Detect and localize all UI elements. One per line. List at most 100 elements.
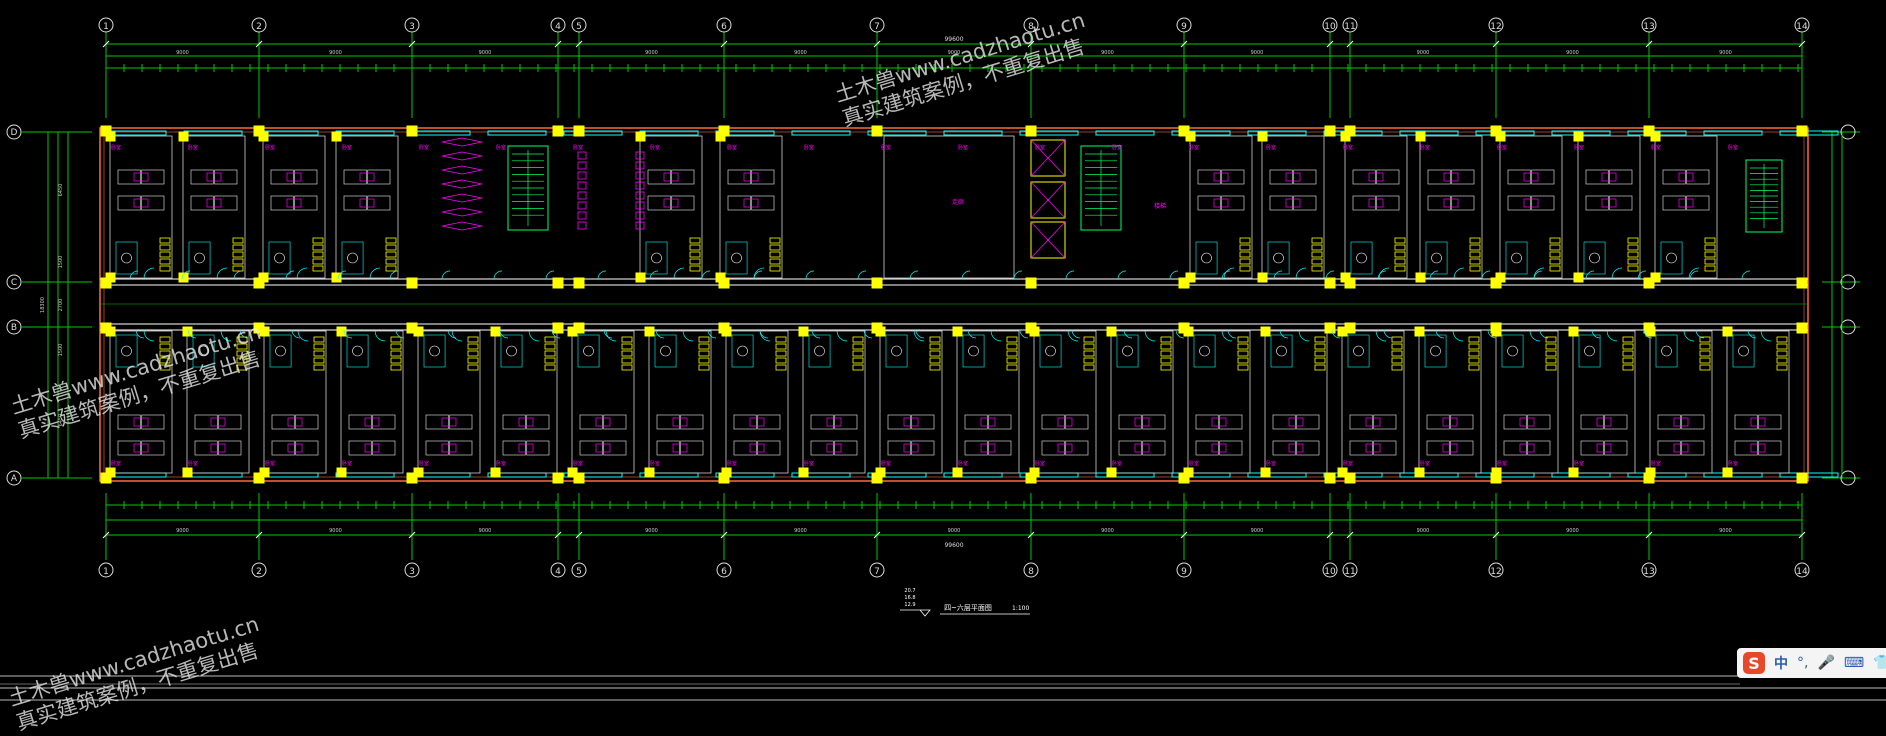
storage-rack <box>1237 357 1249 364</box>
toilet <box>347 252 358 264</box>
room-wall <box>1419 135 1483 279</box>
locker <box>635 201 645 210</box>
dim-slash <box>554 531 562 539</box>
storage-rack <box>689 237 701 244</box>
desk <box>1057 443 1073 453</box>
column <box>1573 272 1584 283</box>
storage-rack <box>544 336 556 343</box>
sogou-logo-icon[interactable]: S <box>1743 652 1765 674</box>
bed <box>1065 414 1089 430</box>
dim-slash <box>720 40 728 48</box>
storage-rack <box>1469 237 1481 244</box>
bay-dim: 9000 <box>176 528 189 534</box>
grid-label-bottom: 5 <box>576 567 582 577</box>
column <box>952 467 963 478</box>
column <box>182 467 193 478</box>
bathroom <box>1583 241 1606 275</box>
grid-label-bottom: 2 <box>256 567 262 577</box>
bed <box>988 440 1012 456</box>
toilet <box>198 345 209 357</box>
storage-rack <box>929 350 941 357</box>
storage-rack <box>232 258 244 265</box>
room-wall <box>109 330 173 474</box>
window-strip <box>639 130 699 136</box>
window-strip <box>1095 472 1155 478</box>
room-tag: 卧室 <box>1112 144 1122 151</box>
desk <box>1211 443 1227 453</box>
structural-column <box>100 277 112 289</box>
bed <box>190 169 214 185</box>
window-strip <box>1779 130 1839 136</box>
bed <box>271 414 295 430</box>
grid-bubble <box>1322 17 1338 33</box>
grid-bubble <box>716 562 732 578</box>
door-swing <box>1221 330 1233 342</box>
bed <box>372 414 396 430</box>
desk <box>1750 417 1766 427</box>
bed <box>579 440 603 456</box>
ime-mode-toggle[interactable]: 中 <box>1774 656 1788 672</box>
bed <box>214 195 238 211</box>
structural-column <box>1796 125 1808 137</box>
grid-label-top: 9 <box>1181 22 1187 32</box>
storage-rack <box>852 357 864 364</box>
stair-core-west <box>507 145 549 231</box>
desk <box>441 443 457 453</box>
storage-rack <box>1545 343 1557 350</box>
bed <box>1734 414 1758 430</box>
bed <box>1580 414 1604 430</box>
storage-rack <box>312 265 324 272</box>
storage-rack <box>1394 251 1406 258</box>
microphone-icon[interactable]: 🎤 <box>1817 655 1835 671</box>
storage-rack <box>390 357 402 364</box>
bed <box>1450 440 1474 456</box>
storage-rack <box>1314 336 1326 343</box>
door-swing <box>1591 329 1601 339</box>
storage-rack <box>390 336 402 343</box>
bed <box>1296 440 1320 456</box>
storage-rack <box>159 336 171 343</box>
door-swing <box>753 267 765 279</box>
structural-column <box>1025 472 1037 484</box>
grid-bubble <box>1794 562 1810 578</box>
room-tag: 卧室 <box>1266 460 1276 467</box>
storage-rack <box>1622 336 1634 343</box>
grid-bubble <box>550 562 566 578</box>
storage-rack <box>1776 336 1788 343</box>
desk <box>1365 417 1381 427</box>
bed <box>1349 414 1373 430</box>
floor-plan-canvas[interactable]: 11223344556677889910101111121213131414DC… <box>0 0 1886 718</box>
storage-rack <box>544 364 556 371</box>
ime-toolbar[interactable]: S 中 °, 🎤 ⌨ 👕 <box>1737 648 1886 678</box>
bed <box>603 414 627 430</box>
door-swing <box>1383 329 1393 339</box>
room-wall <box>1344 135 1408 279</box>
desk <box>364 417 380 427</box>
room-tag: 卧室 <box>573 144 583 151</box>
locker <box>441 151 483 161</box>
storage-rack <box>312 244 324 251</box>
door-swing <box>441 270 451 280</box>
storage-rack <box>390 343 402 350</box>
grid-label-top: 6 <box>721 22 727 32</box>
toilet <box>1511 252 1522 264</box>
room-wall <box>879 330 943 474</box>
toilet <box>814 345 825 357</box>
structural-column <box>1490 472 1502 484</box>
keyboard-icon[interactable]: ⌨ <box>1843 655 1865 671</box>
toilet <box>274 252 285 264</box>
bay-dim: 9000 <box>329 528 342 534</box>
bed <box>1349 440 1373 456</box>
column <box>336 326 347 337</box>
room-module <box>644 326 712 478</box>
column <box>1415 272 1426 283</box>
skin-icon[interactable]: 👕 <box>1873 655 1886 671</box>
storage-rack <box>1314 343 1326 350</box>
bed <box>218 440 242 456</box>
storage-rack <box>236 343 248 350</box>
structural-column <box>1025 322 1037 334</box>
room-wall <box>802 330 866 474</box>
bathroom <box>1655 334 1678 368</box>
punctuation-toggle[interactable]: °, <box>1797 655 1809 671</box>
storage-rack <box>1468 364 1480 371</box>
